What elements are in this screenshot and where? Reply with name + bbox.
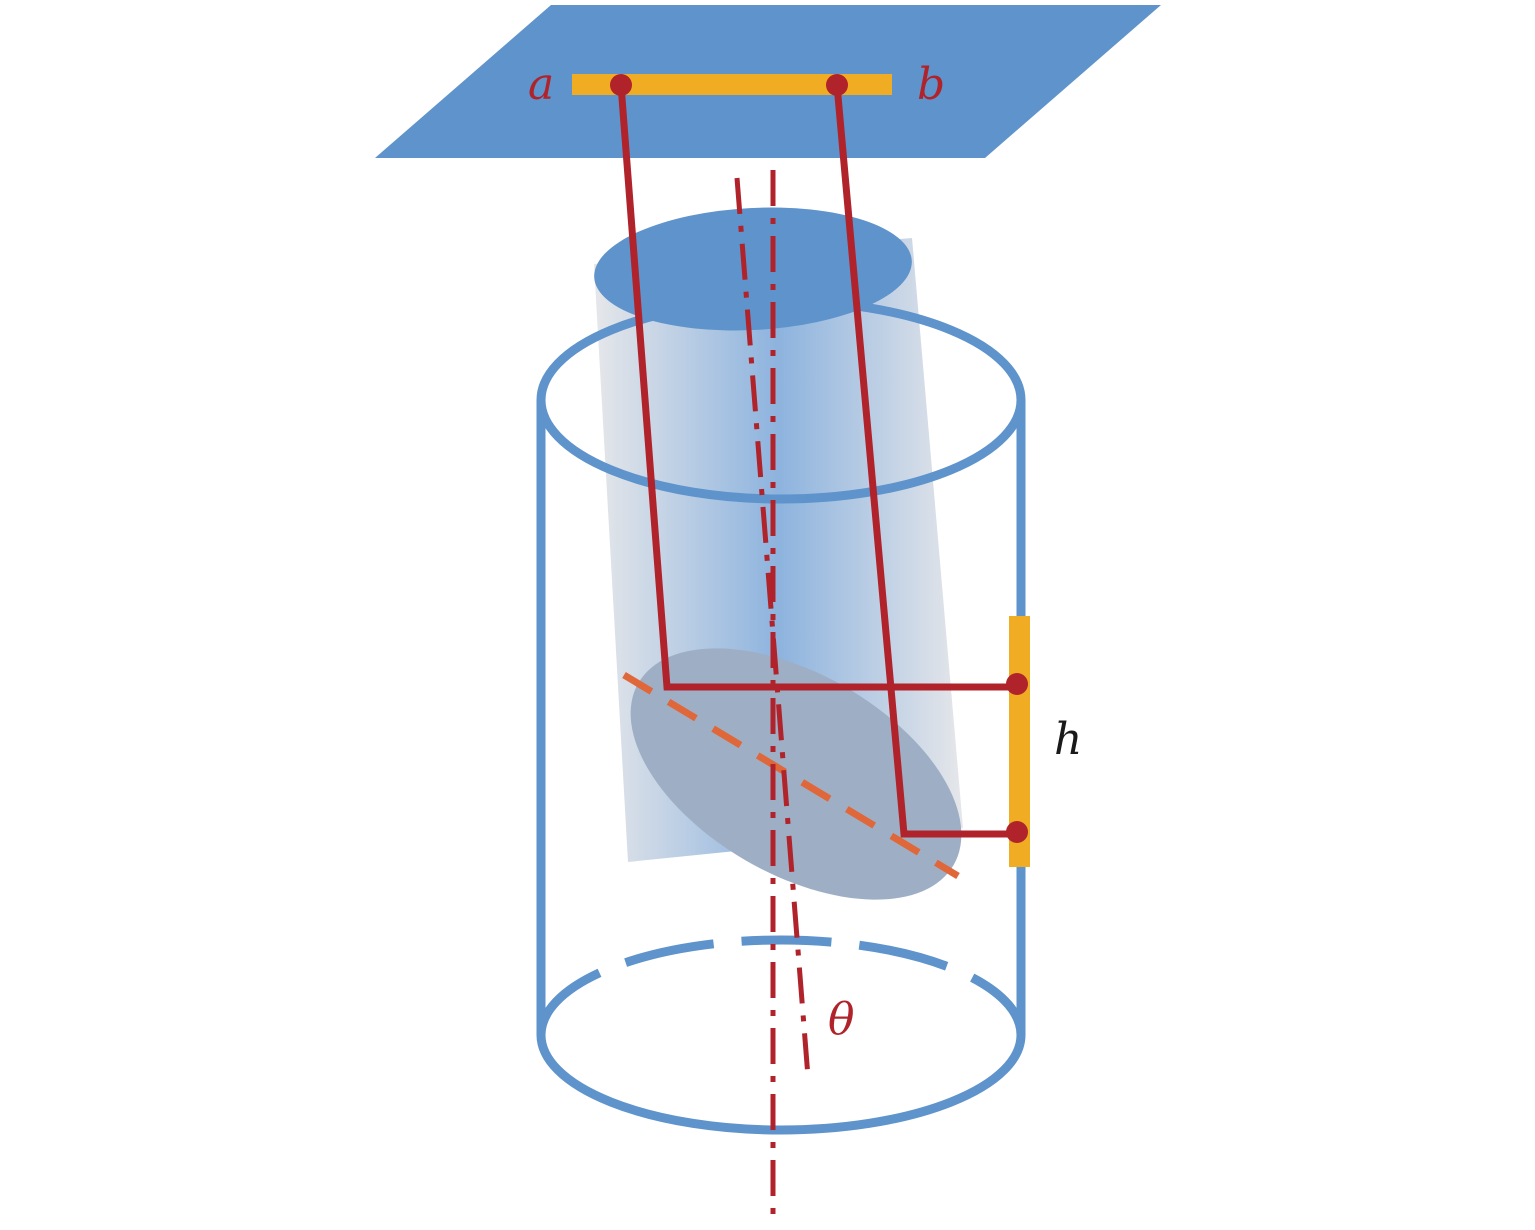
wire-b [833,84,1017,838]
wire-a [617,84,1017,691]
label-h: h [1054,714,1082,765]
contact-point-b [826,74,848,96]
label-a: a [528,59,554,110]
label-b: b [917,59,945,110]
label-theta: θ [828,994,855,1045]
top-electrode-bar [572,74,892,95]
contact-point-a [610,74,632,96]
section-line [622,672,960,879]
contact-point-h-upper [1006,673,1028,695]
tilted-axis [734,177,811,1078]
outer-cylinder-top-rim [536,296,1026,504]
contact-point-h-lower [1006,821,1028,843]
tilted-cross-section [630,648,962,900]
outer-cylinder-bottom-back [536,935,1026,1036]
outer-cylinder-bottom-front [536,1034,1026,1135]
